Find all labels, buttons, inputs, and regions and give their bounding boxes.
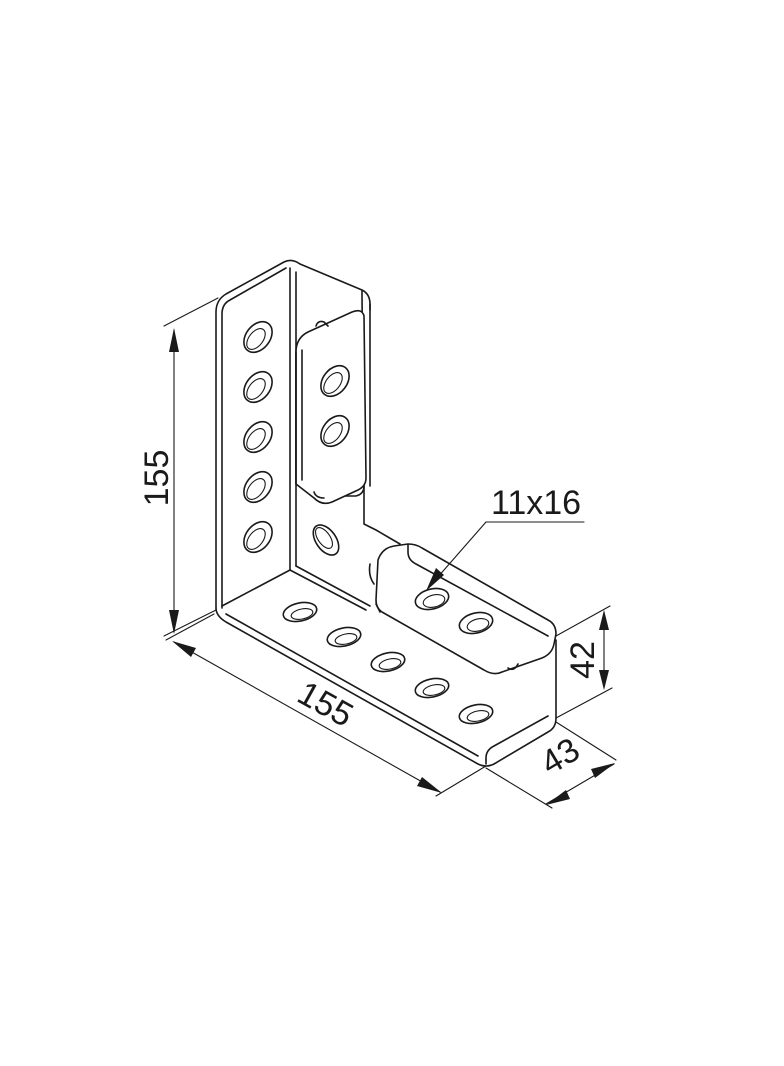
base-plate-inner [221,569,291,607]
height-dimension: 155 [138,297,219,637]
height-label: 155 [138,450,176,507]
slot [414,677,450,699]
flange-height-dimension: 42 [555,605,613,719]
arrow-head [546,790,570,805]
vertical-plate-outline [215,259,371,609]
vertical-inner-fold [289,267,297,571]
slot [243,520,273,554]
lower-connector-nub [368,563,519,671]
slot-label: 11x16 [491,484,581,522]
width-label: 43 [534,731,586,783]
slot [282,601,318,623]
slot [326,626,362,648]
base-plate-front-edge [225,613,479,757]
flange-height-label: 42 [564,641,602,679]
upper-connector-plate [295,309,367,505]
slot [320,364,350,398]
arrow-head [169,328,179,352]
slot [458,703,494,725]
base-right-flange [485,715,549,761]
slot [312,524,340,556]
vertical-plate-inner-edge [221,267,287,609]
slot [320,414,350,448]
lower-connector-plate [375,543,557,675]
upper-connector-bolt [313,320,329,499]
arrow-head [169,610,179,634]
upper-connector-side [295,349,303,485]
arrow-head [417,777,442,793]
angle-bracket [215,259,557,767]
arrow-head [591,763,615,778]
arrow-head [599,670,609,690]
vertical-plate-slots [243,320,340,556]
slot [243,320,273,354]
lower-connector-edge [375,543,549,637]
slot [243,420,273,454]
slot [458,611,494,635]
inner-corner-seam [363,485,401,545]
slot-callout: 11x16 [426,484,585,591]
arrow-head [172,641,196,657]
slot [243,470,273,504]
base-plate-outline [215,607,557,767]
arrow-head [426,568,444,591]
slot [414,587,450,611]
width-dimension: 43 [485,721,617,809]
lower-connector-slots [414,587,494,635]
upper-connector-slots [320,364,350,448]
slot [243,370,273,404]
arrow-head [599,610,609,630]
slot [370,651,406,673]
base-plate-fold [289,565,371,611]
base-plate-slots [282,601,494,725]
